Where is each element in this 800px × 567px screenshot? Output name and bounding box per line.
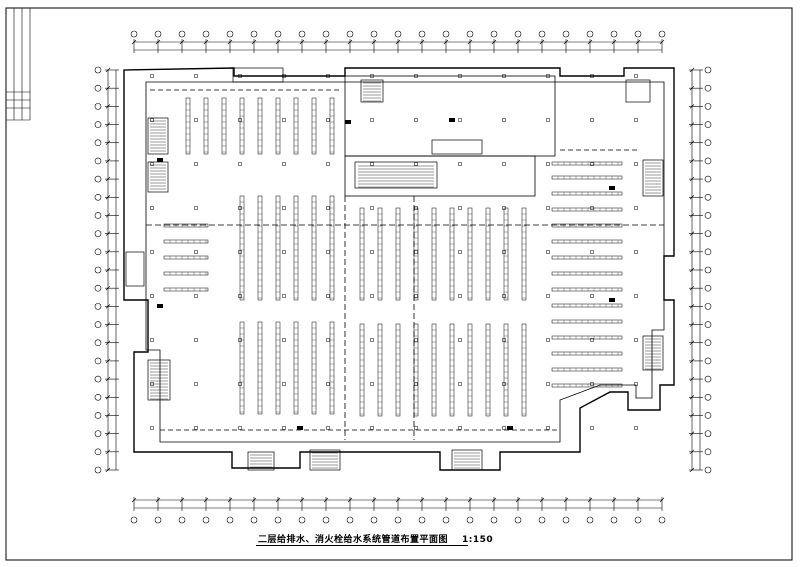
drawing-title: 二层给排水、消火栓给水系统管道布置平面图 1:150 <box>258 532 558 548</box>
axis-bubbles <box>94 30 712 524</box>
fire-hydrant-fixtures <box>150 74 638 430</box>
dimension-chain-bottom <box>131 497 665 511</box>
sheet-border <box>5 7 793 561</box>
drawing-scale: 1:150 <box>462 535 494 545</box>
building-outline <box>123 67 675 471</box>
dimension-chain-right <box>689 67 703 473</box>
dimension-chain-left <box>105 67 119 473</box>
stair-cores <box>125 67 664 471</box>
shelving-rows <box>163 97 623 417</box>
drawing-title-text: 二层给排水、消火栓给水系统管道布置平面图 <box>258 535 449 545</box>
dimension-chain-top <box>131 39 665 53</box>
stair-hatching <box>150 82 661 469</box>
title-underline <box>256 545 468 546</box>
binding-strip <box>6 8 31 121</box>
